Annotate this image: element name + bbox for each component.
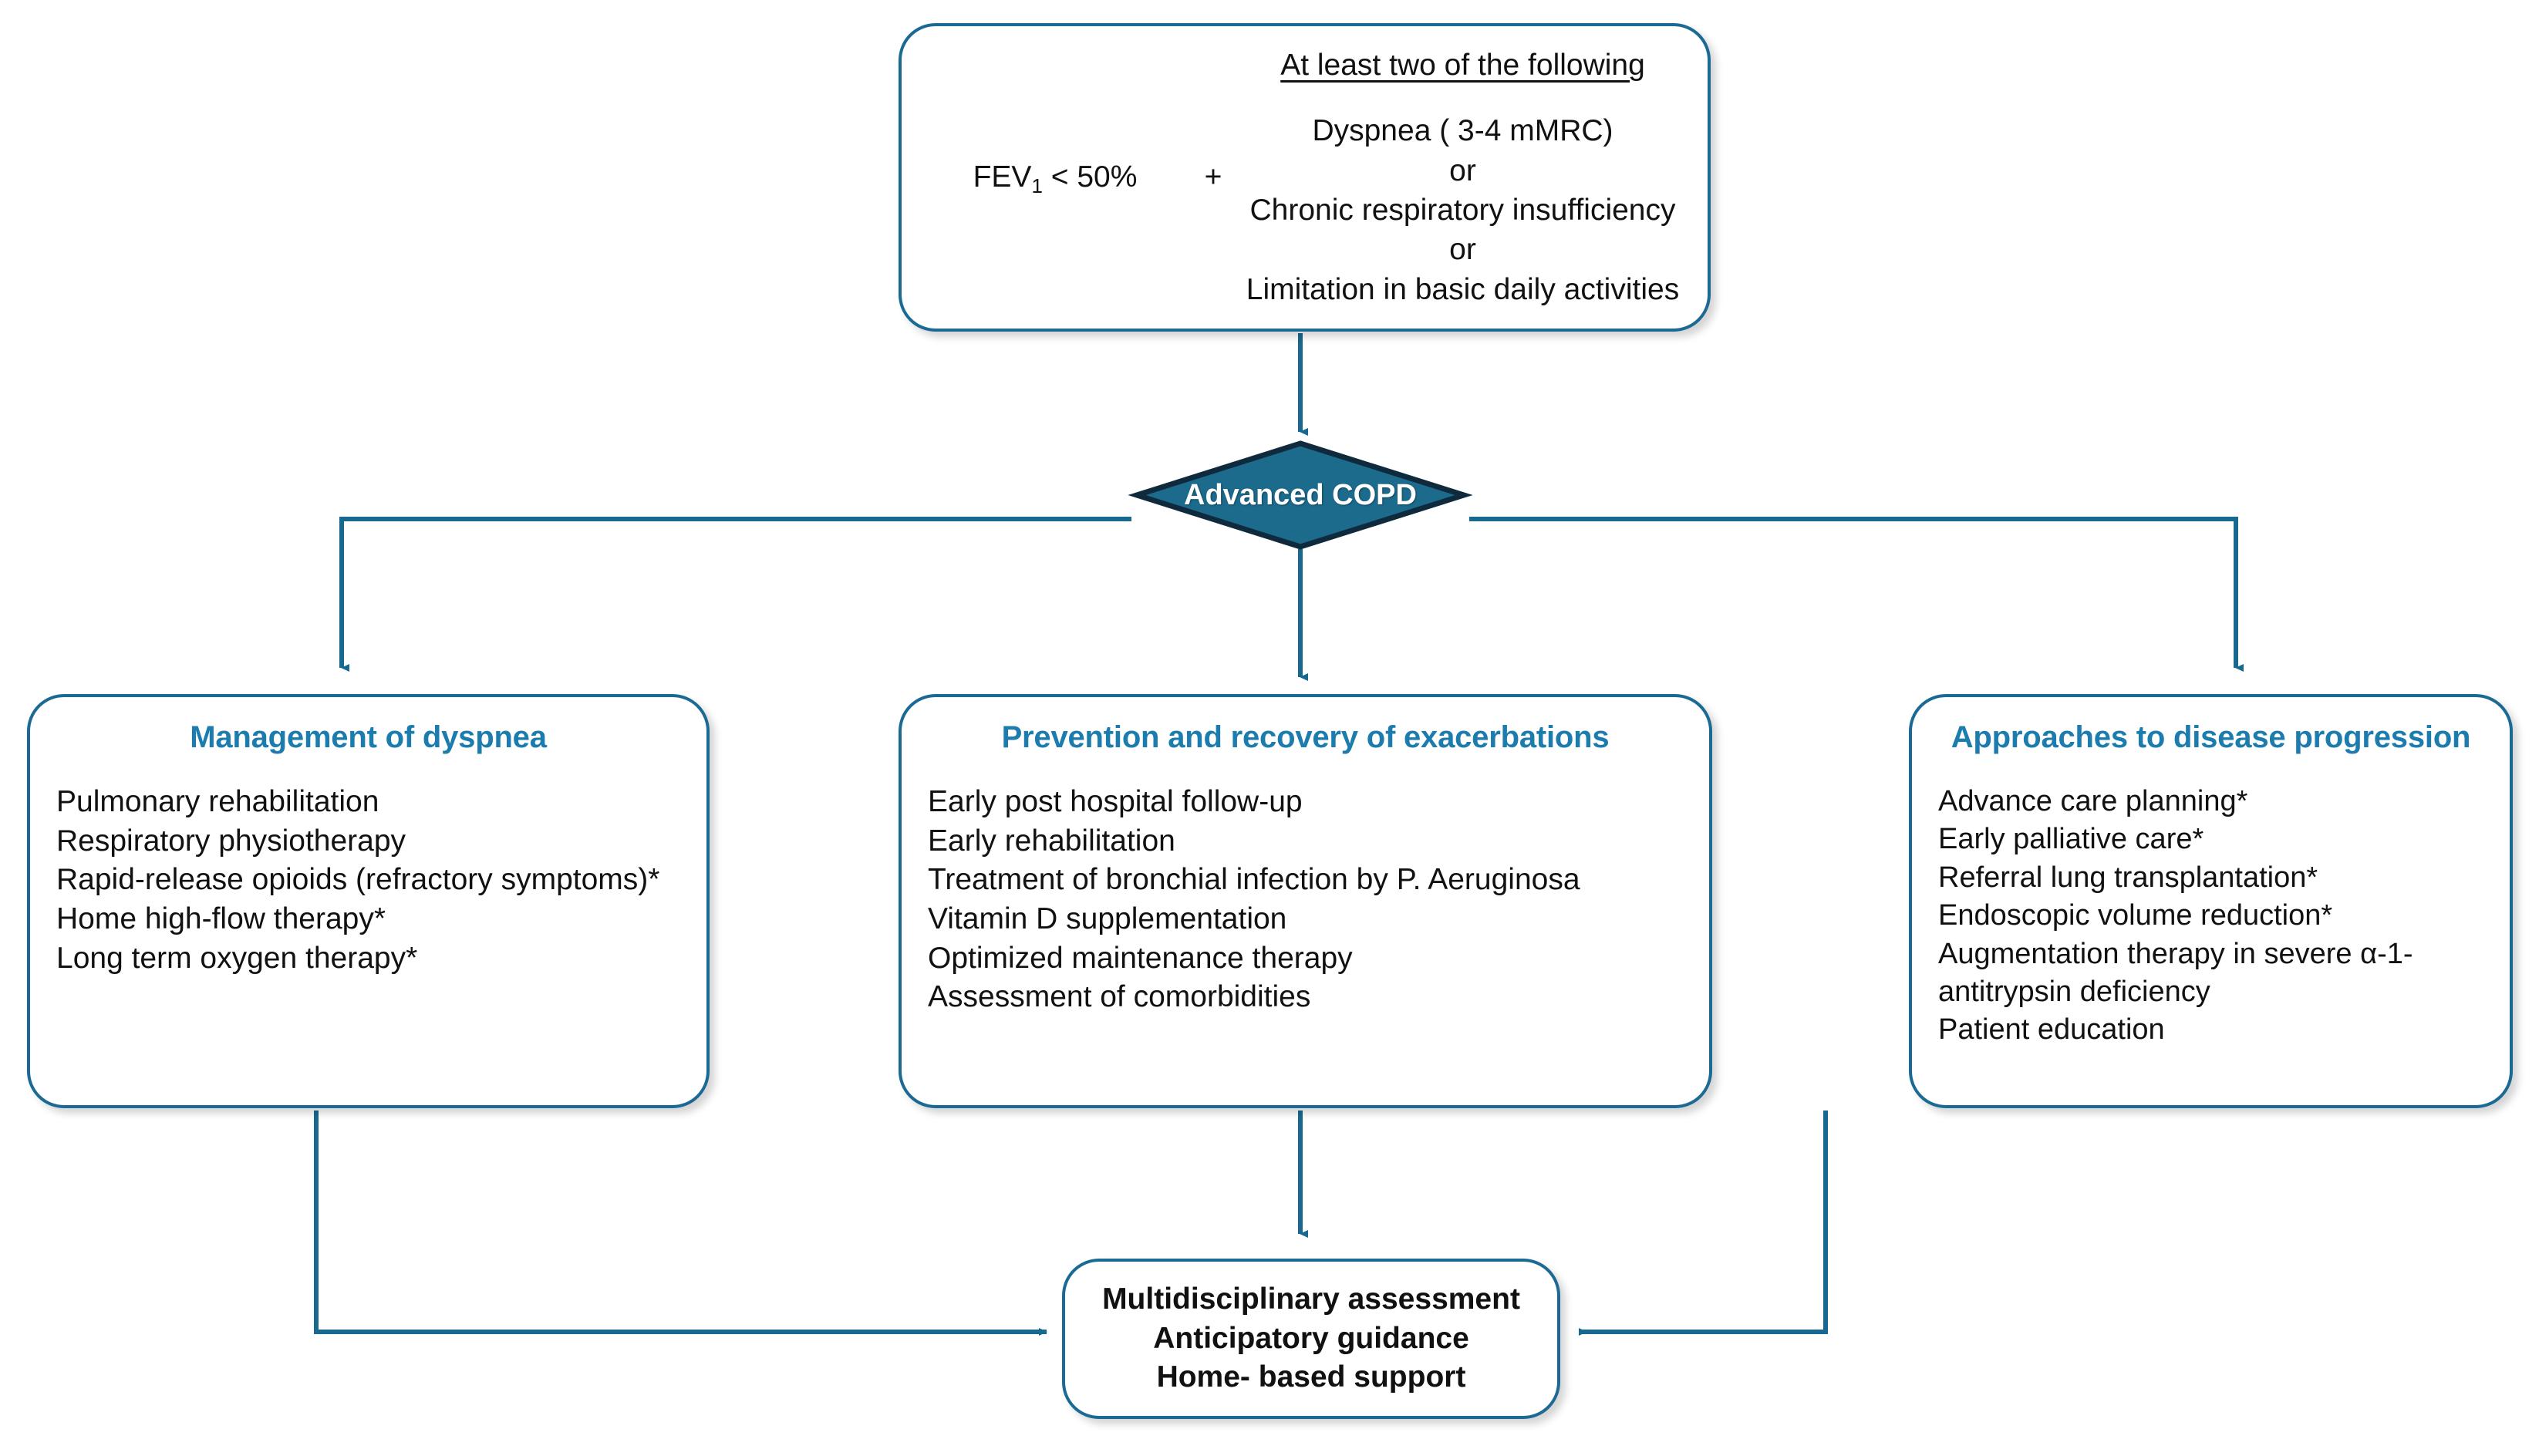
criteria-option: Dyspnea ( 3-4 mMRC) <box>1312 114 1613 148</box>
list-item: Long term oxygen therapy* <box>56 941 418 975</box>
branch-box-prevention-and-recovery-of-exacerbations: Prevention and recovery of exacerbations… <box>899 694 1712 1108</box>
fev1-condition: FEV1 < 50% <box>928 160 1182 197</box>
fev1-subscript: 1 <box>1031 174 1043 197</box>
criteria-option: Limitation in basic daily activities <box>1246 272 1680 306</box>
list-item: Respiratory physiotherapy <box>56 824 406 858</box>
branch-box-approaches-to-disease-progression: Approaches to disease progression Advanc… <box>1909 694 2513 1108</box>
branch-list-right: Advance care planning* Early palliative … <box>1938 783 2483 1050</box>
criteria-box: FEV1 < 50% + At least two of the followi… <box>899 23 1711 332</box>
list-item: Pulmonary rehabilitation <box>56 785 379 818</box>
plus-operator: + <box>1204 160 1222 194</box>
branch-title-left: Management of dyspnea <box>190 720 547 754</box>
branch-box-management-of-dyspnea: Management of dyspnea Pulmonary rehabili… <box>27 694 710 1108</box>
criteria-option: Chronic respiratory insufficiency <box>1249 194 1676 227</box>
list-item: Treatment of bronchial infection by P. A… <box>928 863 1580 897</box>
fev1-value: < 50% <box>1042 160 1138 194</box>
list-item: Advance care planning* <box>1938 785 2248 817</box>
list-item: Home high-flow therapy* <box>56 902 386 936</box>
criteria-options: At least two of the following Dyspnea ( … <box>1244 46 1681 310</box>
branch-list-left: Pulmonary rehabilitation Respiratory phy… <box>56 783 680 978</box>
criteria-layout: FEV1 < 50% + At least two of the followi… <box>928 49 1681 306</box>
connector-decision-to-left <box>339 517 1131 672</box>
connector-decision-to-right <box>1469 517 2244 672</box>
criteria-heading: At least two of the following <box>1280 48 1645 82</box>
outcome-box-inner: Multidisciplinary assessment Anticipator… <box>1065 1262 1557 1416</box>
criteria-box-inner: FEV1 < 50% + At least two of the followi… <box>902 26 1708 329</box>
criteria-option: or <box>1449 153 1476 187</box>
list-item: Early palliative care* <box>1938 823 2204 856</box>
outcome-box: Multidisciplinary assessment Anticipator… <box>1062 1259 1560 1419</box>
branch-list-middle: Early post hospital follow-up Early reha… <box>928 783 1683 1017</box>
list-item: Augmentation therapy in severe α-1- anti… <box>1938 937 2413 1008</box>
list-item: Vitamin D supplementation <box>928 902 1287 936</box>
branch-box-left-inner: Management of dyspnea Pulmonary rehabili… <box>30 697 706 1105</box>
connector-right-to-outcome <box>1579 1111 1828 1336</box>
list-item: Early rehabilitation <box>928 824 1175 858</box>
decision-diamond: Advanced COPD <box>1128 440 1473 550</box>
outcome-line: Multidisciplinary assessment <box>1102 1282 1520 1316</box>
branch-title-middle: Prevention and recovery of exacerbations <box>1001 720 1610 754</box>
list-item: Patient education <box>1938 1013 2165 1046</box>
connector-left-to-outcome <box>314 1111 1047 1336</box>
list-item: Assessment of comorbidities <box>928 980 1311 1014</box>
branch-box-right-inner: Approaches to disease progression Advanc… <box>1912 697 2510 1105</box>
list-item: Rapid-release opioids (refractory sympto… <box>56 863 660 897</box>
fev1-label: FEV <box>973 160 1032 194</box>
branch-title-right: Approaches to disease progression <box>1951 720 2471 754</box>
outcome-line: Home- based support <box>1156 1360 1466 1394</box>
list-item: Referral lung transplantation* <box>1938 861 2318 894</box>
list-item: Endoscopic volume reduction* <box>1938 899 2333 932</box>
list-item: Early post hospital follow-up <box>928 785 1303 818</box>
outcome-line: Anticipatory guidance <box>1153 1321 1469 1355</box>
branch-box-middle-inner: Prevention and recovery of exacerbations… <box>902 697 1709 1105</box>
diamond-shape <box>1128 440 1473 550</box>
criteria-option: or <box>1449 233 1476 267</box>
list-item: Optimized maintenance therapy <box>928 941 1353 975</box>
